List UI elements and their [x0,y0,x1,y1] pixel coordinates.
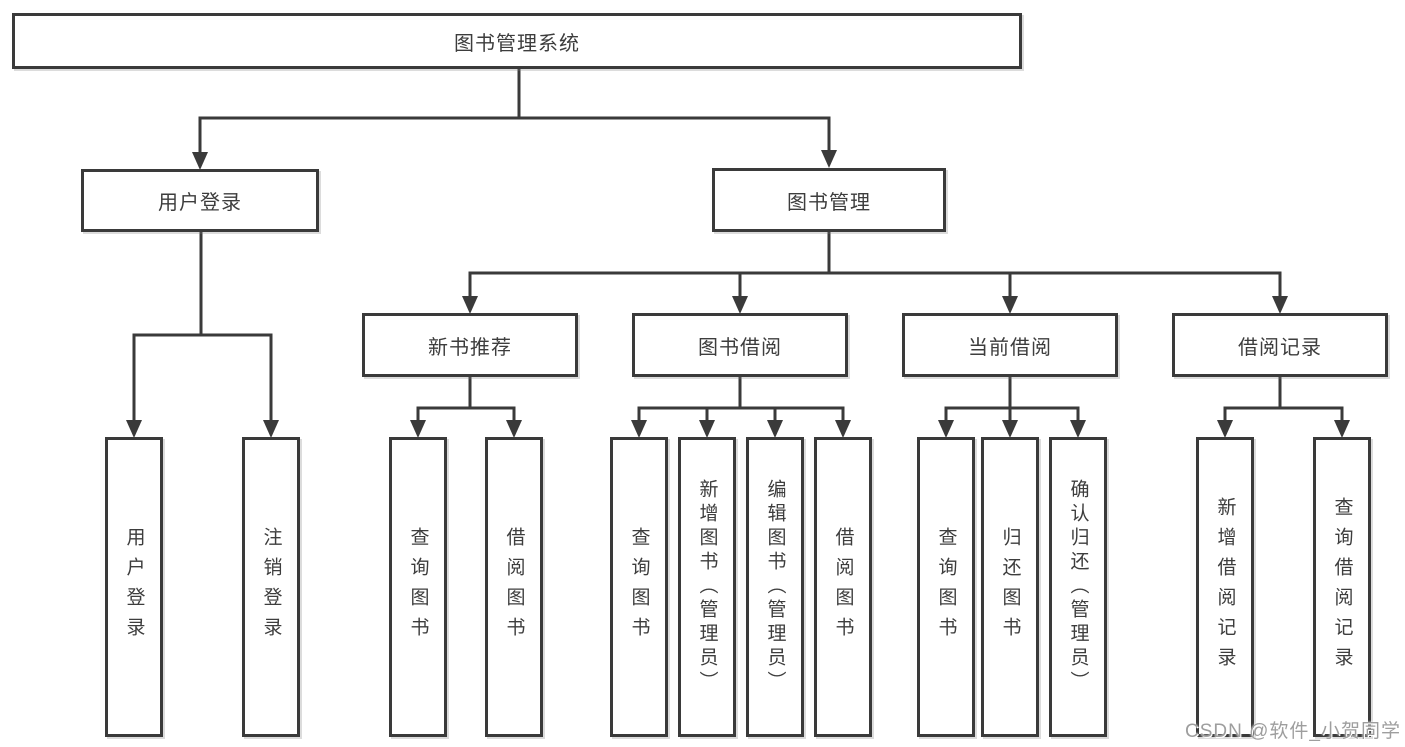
leaf-borrow-books-borrow: 借阅图书 [814,437,872,737]
node-library-system: 图书管理系统 [12,13,1022,69]
csdn-watermark: CSDN @软件_小贺同学 [1185,721,1401,742]
leaf-user-login-label: 用户登录 [123,527,145,647]
leaf-query-borrow-record: 查询借阅记录 [1313,437,1371,737]
leaf-edit-book-admin: 编辑图书（管理员） [746,437,804,737]
leaf-borrow-books-recommend: 借阅图书 [485,437,543,737]
node-borrow-records-label: 借阅记录 [1238,336,1322,359]
node-library-system-label: 图书管理系统 [454,32,580,55]
leaf-query-books-current: 查询图书 [917,437,975,737]
leaf-edit-book-admin-label: 编辑图书（管理员） [764,479,786,695]
leaf-user-login: 用户登录 [105,437,163,737]
node-new-book-recommend-label: 新书推荐 [428,336,512,359]
node-book-management-label: 图书管理 [787,191,871,214]
node-user-login: 用户登录 [81,169,319,232]
node-book-borrow-label: 图书借阅 [698,336,782,359]
connector-borrow-records-to-leaves [1217,377,1350,438]
node-borrow-records: 借阅记录 [1172,313,1388,377]
leaf-logout: 注销登录 [242,437,300,737]
leaf-confirm-return-admin-label: 确认归还（管理员） [1067,479,1089,695]
node-user-login-label: 用户登录 [158,192,242,214]
leaf-query-books-recommend-label: 查询图书 [407,527,429,647]
connector-root-to-level2 [192,69,837,170]
node-new-book-recommend: 新书推荐 [362,313,578,377]
leaf-logout-label: 注销登录 [260,527,282,647]
leaf-query-books-borrow-label: 查询图书 [628,527,650,647]
leaf-add-borrow-record: 新增借阅记录 [1196,437,1254,737]
node-current-borrow: 当前借阅 [902,313,1118,377]
leaf-query-books-borrow: 查询图书 [610,437,668,737]
connector-new-book-recommend-to-leaves [410,377,522,438]
node-current-borrow-label: 当前借阅 [968,336,1052,359]
leaf-return-books-label: 归还图书 [999,527,1021,647]
connector-book-borrow-to-leaves [631,377,851,438]
leaf-add-book-admin: 新增图书（管理员） [678,437,736,737]
leaf-add-borrow-record-label: 新增借阅记录 [1214,497,1236,677]
leaf-add-book-admin-label: 新增图书（管理员） [696,479,718,695]
node-book-borrow: 图书借阅 [632,313,848,377]
connector-user-login-to-leaves [126,232,279,438]
leaf-borrow-books-borrow-label: 借阅图书 [832,527,854,647]
leaf-query-books-recommend: 查询图书 [389,437,447,737]
node-book-management: 图书管理 [712,168,946,232]
leaf-query-borrow-record-label: 查询借阅记录 [1331,497,1353,677]
leaf-confirm-return-admin: 确认归还（管理员） [1049,437,1107,737]
connector-book-management-to-level3 [462,232,1288,314]
leaf-query-books-current-label: 查询图书 [935,527,957,647]
leaf-return-books: 归还图书 [981,437,1039,737]
connector-current-borrow-to-leaves [938,377,1086,438]
leaf-borrow-books-recommend-label: 借阅图书 [503,527,525,647]
